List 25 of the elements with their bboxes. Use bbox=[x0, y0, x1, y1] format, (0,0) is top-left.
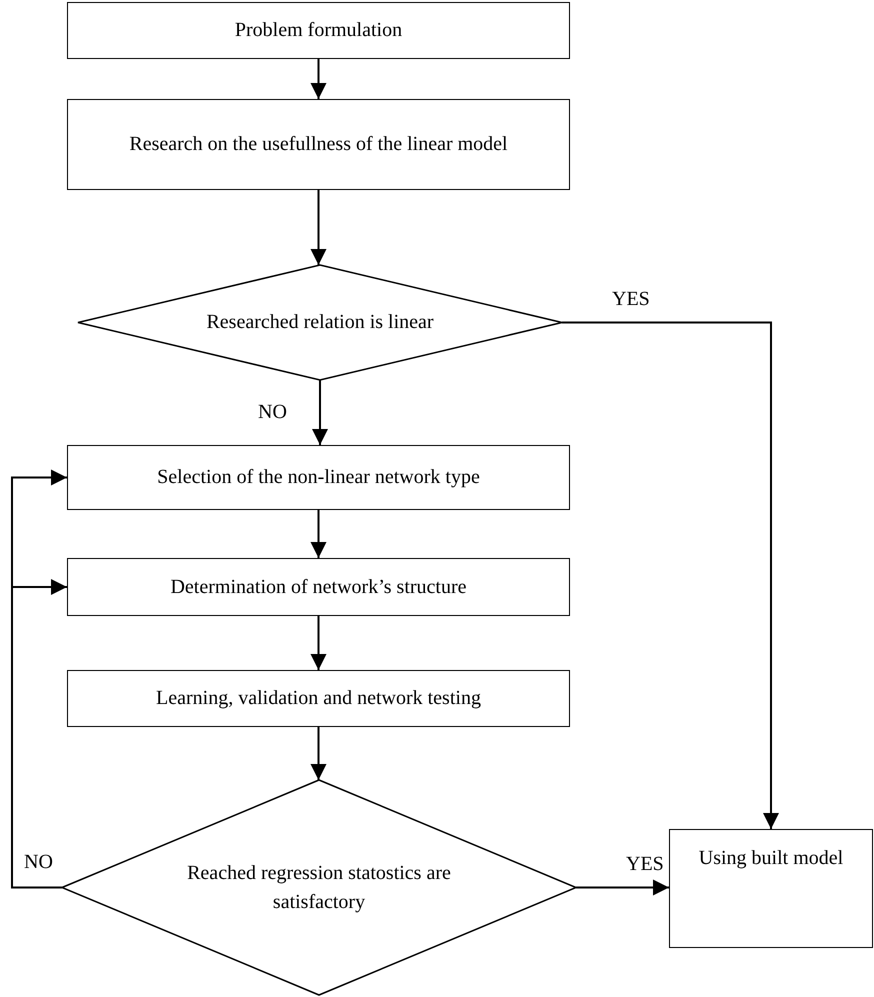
node-text: Selection of the non-linear network type bbox=[157, 465, 480, 490]
arrow bbox=[310, 727, 326, 780]
node-text: Researched relation is linear bbox=[206, 310, 434, 335]
process-box bbox=[67, 99, 570, 190]
arrow bbox=[310, 510, 326, 558]
arrow bbox=[310, 190, 326, 265]
arrow bbox=[562, 322, 779, 829]
node-text: Using built model bbox=[698, 846, 844, 871]
arrow bbox=[576, 880, 669, 896]
node-text: Reached regression statostics are satisfactory bbox=[186, 860, 452, 914]
node-text: Problem formulation bbox=[234, 18, 402, 43]
node-text: Research on the usefullness of the linear model bbox=[129, 132, 508, 157]
decision-diamond bbox=[77, 264, 563, 381]
process-box bbox=[67, 2, 570, 59]
node-text: Learning, validation and network testing bbox=[156, 686, 481, 711]
process-box bbox=[67, 670, 570, 727]
process-box bbox=[67, 445, 570, 510]
arrow bbox=[310, 616, 326, 670]
arrow bbox=[11, 579, 67, 888]
process-box bbox=[67, 558, 570, 616]
decision-diamond bbox=[60, 779, 578, 996]
arrow bbox=[310, 59, 326, 99]
process-box bbox=[669, 829, 873, 948]
node-text: Determination of network’s structure bbox=[170, 574, 467, 600]
arrow bbox=[312, 380, 328, 445]
